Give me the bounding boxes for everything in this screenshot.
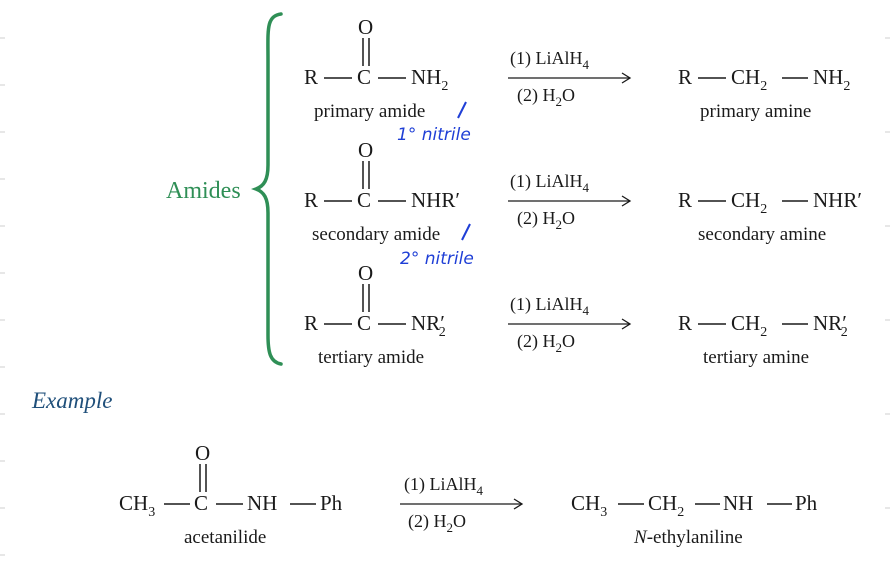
reagent-step2: (2) H2O xyxy=(517,208,575,232)
methyl-group: CH3 xyxy=(119,491,155,520)
amide-nr2: NR′2 xyxy=(411,311,446,340)
handwritten-slash xyxy=(457,101,467,119)
carbonyl-carbon: C xyxy=(357,311,371,335)
example-reaction: O CH3 C NH Ph acetanilide (1) LiAlH4 (2)… xyxy=(119,441,818,548)
phenyl-group: Ph xyxy=(795,491,818,515)
nh-group: NH xyxy=(247,491,277,515)
amide-label: primary amide xyxy=(314,101,425,122)
reactant-label: acetanilide xyxy=(184,527,266,548)
amide-nhr: NHR′ xyxy=(411,188,460,212)
r-group: R xyxy=(304,311,318,335)
amides-label: Amides xyxy=(166,178,241,204)
amide-label: secondary amide xyxy=(312,224,440,245)
carbonyl-oxygen: O xyxy=(195,441,210,465)
product-label: N-ethylaniline xyxy=(633,527,743,548)
r-group: R xyxy=(304,188,318,212)
reagent-step1: (1) LiAlH4 xyxy=(510,171,589,195)
ch2-group: CH2 xyxy=(731,188,767,217)
ch2-group: CH2 xyxy=(731,311,767,340)
r-group: R xyxy=(678,188,692,212)
carbonyl-carbon: C xyxy=(194,491,208,515)
amine-label: secondary amine xyxy=(698,224,826,245)
margin-ticks xyxy=(0,37,890,556)
handwritten-slash xyxy=(461,223,471,241)
amine-label: tertiary amine xyxy=(703,347,809,368)
methyl-group: CH3 xyxy=(571,491,607,520)
amine-nhr: NHR′ xyxy=(813,188,862,212)
reagent-step2: (2) H2O xyxy=(408,511,466,535)
amine-nh2: NH2 xyxy=(813,65,850,94)
handwritten-note: 2° nitrile xyxy=(400,249,474,269)
amine-nr2: NR′2 xyxy=(813,311,848,340)
amide-label: tertiary amide xyxy=(318,347,424,368)
reagent-step2: (2) H2O xyxy=(517,331,575,355)
reagent-step1: (1) LiAlH4 xyxy=(510,294,589,318)
row-secondary: O R C NHR′ secondary amide (1) LiAlH4 (2… xyxy=(304,138,862,245)
r-group: R xyxy=(678,311,692,335)
row-tertiary: O R C NR′2 tertiary amide (1) LiAlH4 (2)… xyxy=(304,261,848,368)
handwritten-note: 1° nitrile xyxy=(397,125,471,145)
row-primary: O R C NH2 primary amide (1) LiAlH4 (2) H… xyxy=(304,15,850,122)
reagent-step2: (2) H2O xyxy=(517,85,575,109)
phenyl-group: Ph xyxy=(320,491,343,515)
amine-label: primary amine xyxy=(700,101,811,122)
amide-nh2: NH2 xyxy=(411,65,448,94)
carbonyl-oxygen: O xyxy=(358,261,373,285)
r-group: R xyxy=(304,65,318,89)
nh-group: NH xyxy=(723,491,753,515)
ch2-group: CH2 xyxy=(648,491,684,520)
carbonyl-carbon: C xyxy=(357,188,371,212)
reagent-step1: (1) LiAlH4 xyxy=(404,474,483,498)
carbonyl-oxygen: O xyxy=(358,138,373,162)
carbonyl-carbon: C xyxy=(357,65,371,89)
ch2-group: CH2 xyxy=(731,65,767,94)
carbonyl-oxygen: O xyxy=(358,15,373,39)
reagent-step1: (1) LiAlH4 xyxy=(510,48,589,72)
r-group: R xyxy=(678,65,692,89)
curly-brace xyxy=(251,12,283,366)
example-label: Example xyxy=(31,388,112,413)
